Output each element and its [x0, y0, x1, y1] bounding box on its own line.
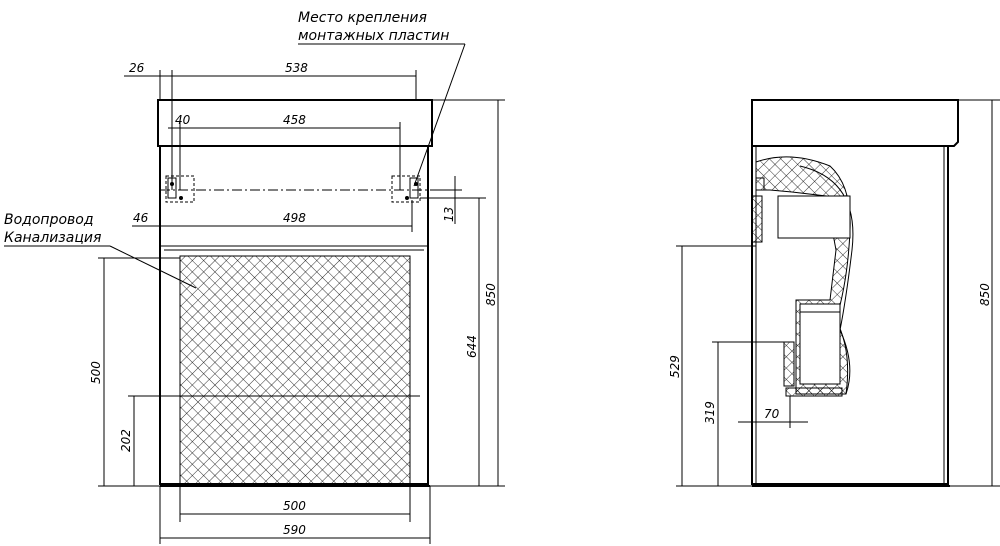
dim-850-front: 850: [484, 283, 498, 306]
dim-644: 644: [465, 335, 479, 358]
front-view: 26 538 40 458 46 498 13 850 644 500: [4, 10, 505, 544]
dim-498: 498: [283, 211, 306, 225]
note-water-supply: Водопровод: [4, 212, 94, 228]
dim-538: 538: [285, 61, 308, 75]
front-service-area: [179, 255, 411, 485]
dim-40: 40: [175, 113, 191, 127]
side-basin: [751, 99, 959, 147]
dim-590: 590: [283, 523, 306, 537]
side-cabinet: [751, 145, 949, 485]
dim-458: 458: [283, 113, 306, 127]
note-mounting-line1: Место крепления: [298, 10, 427, 26]
dim-529: 529: [668, 355, 682, 378]
note-sewer: Канализация: [4, 230, 101, 246]
siphon-box-lower: [799, 303, 841, 385]
dim-202: 202: [119, 429, 133, 452]
siphon-box-upper: [777, 195, 851, 239]
mounting-plate-right: [391, 175, 421, 203]
dim-500-vertical: 500: [89, 361, 103, 384]
dim-850-side: 850: [978, 283, 992, 306]
dim-70: 70: [764, 407, 780, 421]
dim-46: 46: [133, 211, 149, 225]
dim-319: 319: [703, 401, 717, 424]
dim-500-horizontal: 500: [283, 499, 306, 513]
note-mounting-line2: монтажных пластин: [298, 28, 449, 44]
dim-13: 13: [442, 207, 456, 222]
dim-26: 26: [129, 61, 145, 75]
side-view: 850 529 319 70: [668, 99, 1000, 487]
